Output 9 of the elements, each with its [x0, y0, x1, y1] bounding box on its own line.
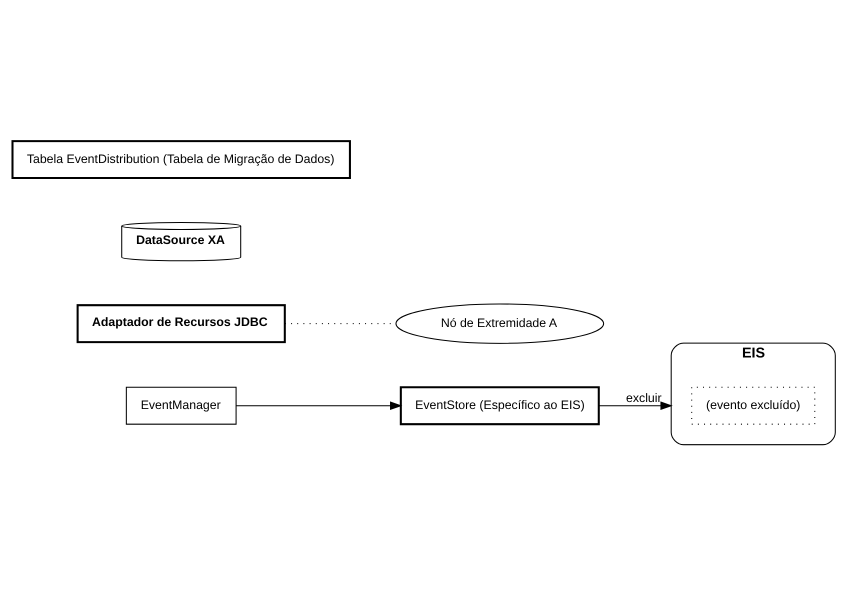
node-box: (evento excluído) [691, 386, 816, 425]
node-box: Adaptador de Recursos JDBC [76, 304, 286, 344]
arrow [599, 401, 673, 410]
node-box: Tabela EventDistribution (Tabela de Migração de Dados) [11, 140, 351, 180]
node-box: EventStore (Específico ao EIS) [400, 386, 600, 426]
node-box: EventManager [126, 386, 237, 425]
arrow [236, 401, 402, 410]
edge-label: excluir [626, 391, 662, 406]
node-ellipse: Nó de Extremidade A [395, 303, 604, 344]
